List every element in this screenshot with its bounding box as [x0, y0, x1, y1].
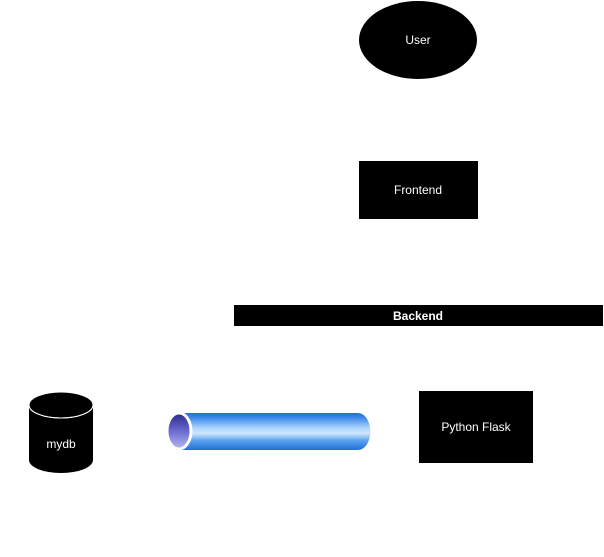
pipe-end-cap — [165, 411, 193, 451]
mydb-label: mydb — [46, 437, 76, 451]
user-label: User — [405, 33, 430, 47]
python-flask-node[interactable]: Python Flask — [419, 391, 533, 463]
backend-rect — [234, 305, 603, 326]
user-ellipse — [359, 1, 477, 79]
user-node[interactable]: User — [359, 1, 477, 79]
backend-label: Backend — [393, 309, 443, 323]
backend-node[interactable]: Backend — [234, 305, 603, 326]
pipe-node[interactable] — [165, 411, 371, 451]
frontend-label: Frontend — [394, 183, 442, 197]
frontend-node[interactable]: Frontend — [359, 161, 478, 219]
python-flask-rect — [419, 391, 533, 463]
frontend-rect — [359, 161, 478, 219]
mydb-node[interactable]: mydb — [28, 391, 94, 473]
pipe-body — [179, 413, 371, 451]
mydb-cylinder-rim — [28, 404, 94, 419]
python-flask-label: Python Flask — [441, 420, 511, 434]
